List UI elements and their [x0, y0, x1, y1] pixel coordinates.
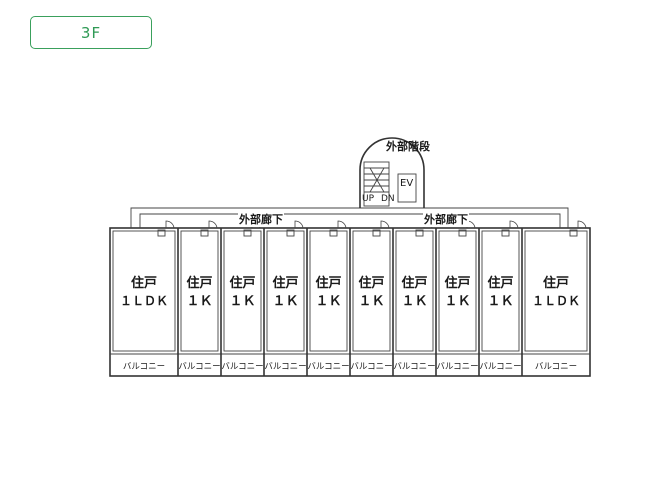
- unit-balcony-label: バルコニー: [479, 362, 521, 372]
- unit-name: 住戸: [186, 275, 212, 291]
- unit-room: [112, 230, 176, 352]
- unit-name: 住戸: [444, 275, 470, 291]
- unit-meter-box: [501, 229, 510, 237]
- corridor-label-right: 外部廊下: [423, 211, 469, 227]
- unit-balcony-label: バルコニー: [535, 362, 577, 372]
- unit-balcony-label: バルコニー: [123, 362, 165, 372]
- corridor-inner-line: [139, 213, 561, 228]
- stair-down-label: DN: [381, 194, 395, 204]
- unit-type: １ＬＤＫ: [120, 294, 168, 308]
- unit-meter-box: [372, 229, 381, 237]
- unit-type: １Ｋ: [358, 294, 384, 309]
- unit-balcony-label: バルコニー: [436, 362, 478, 372]
- unit-room: [395, 230, 434, 352]
- unit-1: 住戸 １ＬＤＫ バルコニー: [112, 220, 176, 372]
- unit-balcony-label: バルコニー: [307, 362, 349, 372]
- unit-type: １Ｋ: [229, 294, 255, 309]
- unit-room: [223, 230, 262, 352]
- unit-7: 住戸 １Ｋ バルコニー: [392, 220, 436, 376]
- unit-balcony-label: バルコニー: [221, 362, 263, 372]
- unit-4: 住戸 １Ｋ バルコニー: [263, 220, 307, 376]
- unit-balcony-label: バルコニー: [178, 362, 220, 372]
- corridor-label-left: 外部廊下: [238, 211, 284, 227]
- unit-room: [352, 230, 391, 352]
- unit-meter-box: [286, 229, 295, 237]
- unit-name: 住戸: [543, 275, 569, 291]
- unit-name: 住戸: [358, 275, 384, 291]
- stair-label: 外部階段: [386, 140, 430, 153]
- unit-door: [165, 220, 175, 229]
- unit-name: 住戸: [272, 275, 298, 291]
- floor-label-badge: 3F: [30, 16, 152, 49]
- unit-5: 住戸 １Ｋ バルコニー: [306, 220, 350, 376]
- unit-door: [509, 220, 519, 229]
- unit-type: １Ｋ: [401, 294, 427, 309]
- unit-door: [208, 220, 218, 229]
- stair-up-label: UP: [362, 194, 375, 204]
- unit-meter-box: [243, 229, 252, 237]
- unit-room: [481, 230, 520, 352]
- unit-room: [266, 230, 305, 352]
- unit-door: [337, 220, 347, 229]
- elevator-shaft: [397, 173, 417, 203]
- unit-door: [577, 220, 587, 229]
- unit-room: [309, 230, 348, 352]
- unit-room: [524, 230, 588, 352]
- unit-door: [294, 220, 304, 229]
- unit-type: １Ｋ: [315, 294, 341, 309]
- unit-9: 住戸 １Ｋ バルコニー: [478, 220, 522, 376]
- elevator-label: EV: [400, 178, 414, 189]
- stair-tower-outline: [359, 137, 425, 208]
- unit-name: 住戸: [131, 275, 157, 291]
- unit-name: 住戸: [487, 275, 513, 291]
- unit-balcony-label: バルコニー: [393, 362, 435, 372]
- unit-room: [180, 230, 219, 352]
- unit-meter-box: [458, 229, 467, 237]
- unit-balcony-label: バルコニー: [350, 362, 392, 372]
- unit-meter-box: [157, 229, 166, 237]
- unit-2: 住戸 １Ｋ バルコニー: [177, 220, 221, 376]
- unit-balcony-label: バルコニー: [264, 362, 306, 372]
- unit-room: [438, 230, 477, 352]
- unit-3: 住戸 １Ｋ バルコニー: [220, 220, 264, 376]
- unit-name: 住戸: [401, 275, 427, 291]
- unit-door: [380, 220, 390, 229]
- unit-8: 住戸 １Ｋ バルコニー: [435, 220, 479, 376]
- unit-name: 住戸: [229, 275, 255, 291]
- unit-meter-box: [415, 229, 424, 237]
- floor-label: 3F: [80, 23, 102, 42]
- unit-10: 住戸 １ＬＤＫ バルコニー: [521, 220, 588, 376]
- stair-flight: [363, 161, 390, 207]
- unit-type: １ＬＤＫ: [532, 294, 580, 308]
- corridor-outline: [130, 207, 569, 228]
- unit-6: 住戸 １Ｋ バルコニー: [349, 220, 393, 376]
- unit-type: １Ｋ: [487, 294, 513, 309]
- unit-meter-box: [329, 229, 338, 237]
- unit-type: １Ｋ: [444, 294, 470, 309]
- unit-meter-box: [200, 229, 209, 237]
- unit-type: １Ｋ: [272, 294, 298, 309]
- unit-meter-box: [569, 229, 578, 237]
- unit-name: 住戸: [315, 275, 341, 291]
- unit-type: １Ｋ: [186, 294, 212, 309]
